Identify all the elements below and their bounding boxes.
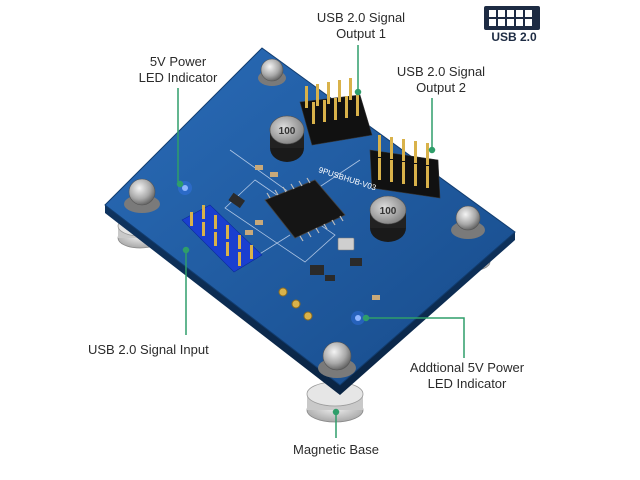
power-pads: [278, 287, 313, 321]
label-output-2-line2: Output 2: [416, 80, 466, 95]
label-additional-led-line1: Addtional 5V Power: [409, 360, 525, 375]
mounting-nut-top: [258, 58, 286, 86]
crystal: [337, 237, 355, 251]
pin-header-output-1: [299, 78, 373, 146]
pin-header-input: [181, 204, 263, 273]
usb-badge-label: USB 2.0: [491, 30, 537, 44]
main-ic-chip: [264, 177, 346, 242]
label-output-1: USB 2.0 Signal Output 1: [296, 10, 426, 42]
mounting-nut-right: [451, 205, 485, 239]
label-output-1-line1: USB 2.0 Signal: [316, 10, 406, 25]
smd-components: [228, 165, 380, 300]
label-power-led: 5V Power LED Indicator: [118, 54, 238, 86]
mounting-nut-left: [124, 178, 160, 213]
callout-lines: [176, 45, 465, 438]
label-power-led-line1: 5V Power: [149, 54, 207, 69]
label-signal-input: USB 2.0 Signal Input: [88, 342, 209, 357]
additional-power-led: [351, 311, 365, 325]
mounting-nut-bottom: [318, 341, 356, 378]
label-output-2: USB 2.0 Signal Output 2: [376, 64, 506, 96]
cap-value-2: 100: [380, 206, 397, 217]
cap-value-1: 100: [279, 126, 296, 137]
capacitor-ec2: 100: [369, 195, 407, 242]
label-additional-led-line2: LED Indicator: [427, 376, 507, 391]
label-power-led-line2: LED Indicator: [138, 70, 218, 85]
capacitor-ec1: 100: [269, 115, 305, 162]
label-magnetic-base: Magnetic Base: [293, 442, 379, 457]
label-output-1-line2: Output 1: [336, 26, 386, 41]
pin-header-output-2: [369, 135, 441, 199]
label-output-2-line1: USB 2.0 Signal: [396, 64, 486, 79]
label-additional-led: Addtional 5V Power LED Indicator: [392, 360, 542, 392]
usb-port-icon: [484, 6, 540, 30]
